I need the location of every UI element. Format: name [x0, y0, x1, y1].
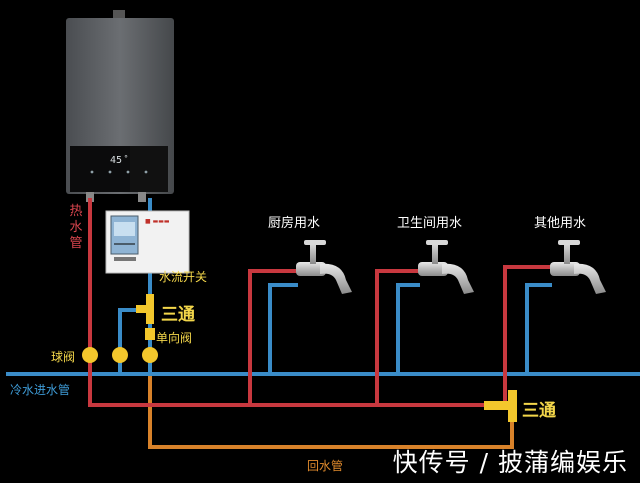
hot-pipe-label-char: 热 — [69, 204, 83, 219]
return-pipe-label: 回水管 — [307, 459, 344, 473]
tee-bottom-label: 三通 — [522, 401, 556, 421]
hot-pipes — [88, 198, 552, 407]
hot-pipe-label-char: 管 — [69, 236, 83, 251]
cold-inlet-label: 冷水进水管 — [10, 383, 71, 397]
flow-switch-label: 水流开关 — [159, 270, 208, 284]
other-label: 其他用水 — [534, 216, 587, 231]
flow-switch-controller: ■ ▬▬▬ — [105, 210, 190, 274]
heater-display-unit: ° — [124, 154, 128, 163]
check-valve-label: 单向阀 — [156, 331, 193, 345]
tee-fitting-top — [136, 294, 154, 324]
heater-display-temp: 45 — [110, 155, 122, 166]
watermark: 快传号 / 披蒲编娱乐 — [392, 448, 628, 477]
heater-display: 45 ° — [90, 154, 148, 174]
tee-top-label: 三通 — [161, 305, 195, 325]
hot-pipe-label-char: 水 — [69, 220, 83, 235]
ball-valve-label: 球阀 — [51, 350, 76, 364]
controller-brand: ■ ▬▬▬ — [145, 218, 170, 225]
bathroom-label: 卫生间用水 — [397, 216, 463, 231]
hot-pipe-label: 热 水 管 — [69, 204, 83, 252]
faucet-bathroom-icon — [418, 240, 474, 294]
kitchen-label: 厨房用水 — [268, 216, 321, 231]
check-valve — [145, 328, 155, 340]
water-heater: 45 ° — [66, 10, 174, 202]
return-pipe — [148, 355, 514, 449]
faucet-other-icon — [550, 240, 606, 294]
ball-valves — [82, 347, 158, 363]
faucet-kitchen-icon — [296, 240, 352, 294]
tee-fitting-bottom — [484, 390, 517, 422]
